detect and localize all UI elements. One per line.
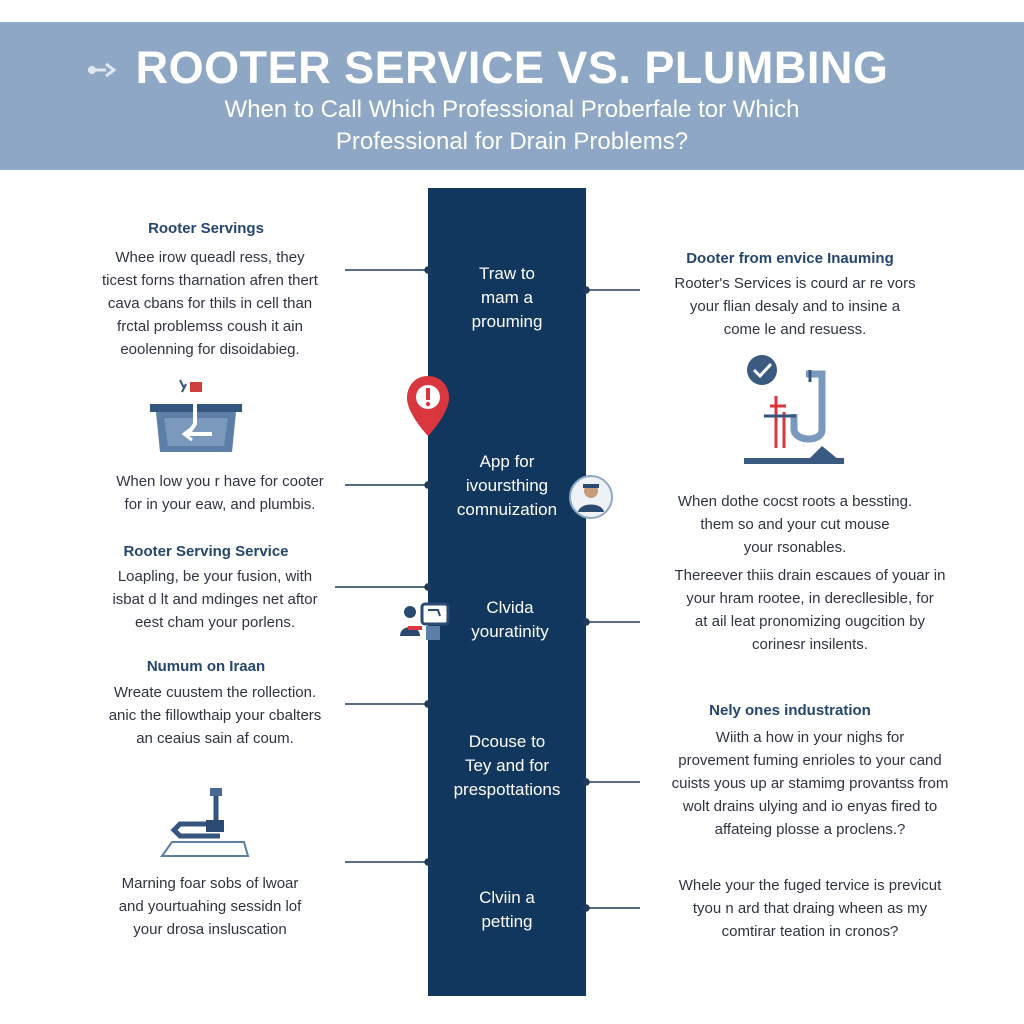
drain-snake-icon [160, 784, 250, 865]
right-section-5-text: Whele your the fuged tervice is previcut… [678, 877, 942, 940]
page-subtitle-line1: When to Call Which Professional Proberfa… [224, 96, 800, 123]
left-section-4-heading: Numum on Iraan [146, 658, 266, 675]
page-subtitle-line2: Professional for Drain Problems? [335, 128, 689, 155]
pipe-check-icon [744, 352, 844, 469]
left-section-3-heading: Rooter Serving Service [123, 543, 289, 560]
bathtub-pipe-icon [150, 378, 244, 465]
wrench-icon [84, 56, 120, 89]
right-section-3-text: Thereever thiis drain escaues of youar i… [674, 567, 946, 653]
plumber-avatar-icon [568, 474, 614, 525]
technician-icon [398, 600, 452, 649]
header-banner [0, 22, 1024, 170]
right-section-1-heading: Dooter from envice Inauming [686, 250, 894, 267]
central-timeline-spine [428, 188, 586, 996]
page-title: ROOTER SERVICE VS. PLUMBING [135, 42, 889, 93]
left-section-4-text: Wreate cuustem the rollection.anic the f… [108, 684, 322, 747]
right-section-2-text: When dothe cocst roots a bessting.them s… [677, 493, 913, 556]
right-section-4-heading: Nely ones industration [709, 702, 871, 719]
location-pin-icon [405, 374, 451, 443]
left-section-1-heading: Rooter Servings [148, 220, 264, 237]
